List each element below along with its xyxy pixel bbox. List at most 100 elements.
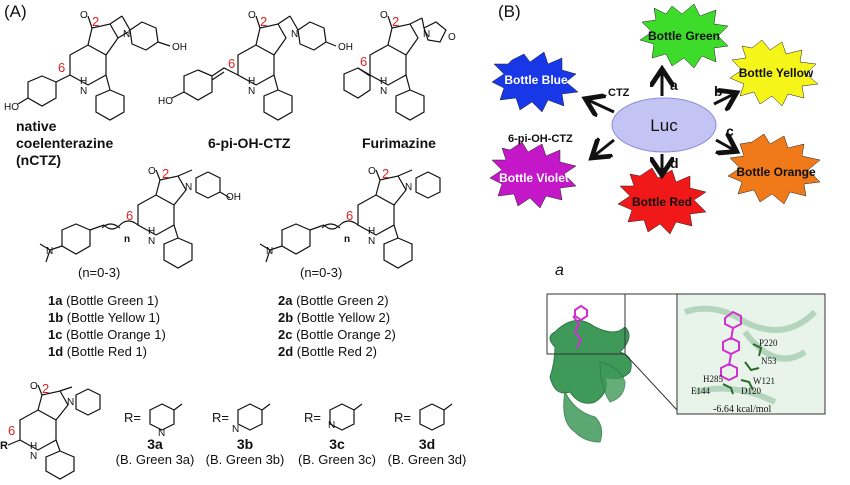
svg-text:N: N: [405, 182, 412, 193]
svg-text:N: N: [423, 29, 430, 40]
arrow-pioh: [594, 140, 615, 156]
series3-item-id: 3b: [236, 436, 254, 452]
svg-text:N: N: [266, 246, 273, 257]
r-prefix: R=: [124, 410, 141, 425]
svg-text:6: 6: [8, 423, 15, 438]
svg-text:H: H: [248, 76, 255, 87]
series2-item: 2a (Bottle Green 2): [278, 293, 389, 308]
r-prefix: R=: [212, 410, 229, 425]
panel-a-label: (A): [4, 2, 27, 21]
series3-r-groups: R= N 3a (B. Green 3a) R= N 3b (B. Green …: [110, 392, 470, 482]
pyridin-4-yl-structure: N: [328, 403, 363, 431]
svg-text:N: N: [46, 246, 53, 257]
svg-text:H285: H285: [703, 374, 723, 384]
svg-text:O: O: [448, 32, 456, 43]
docking-label: a: [555, 262, 564, 279]
series1-item: 1a (Bottle Green 1): [48, 293, 159, 308]
burst-red: [617, 167, 707, 235]
svg-text:OH: OH: [338, 42, 353, 53]
series1-item: 1c (Bottle Orange 1): [48, 327, 166, 342]
svg-text:2: 2: [260, 14, 267, 29]
svg-text:d: d: [670, 155, 679, 171]
svg-text:N: N: [30, 451, 37, 462]
svg-text:Bottle Blue: Bottle Blue: [504, 73, 568, 87]
svg-text:Bottle Red: Bottle Red: [632, 195, 692, 209]
svg-text:O: O: [368, 166, 376, 177]
series2-n-range: (n=0-3): [300, 265, 343, 280]
svg-text:R: R: [0, 440, 8, 452]
svg-text:6-pi-OH-CTZ: 6-pi-OH-CTZ: [508, 133, 573, 145]
svg-text:H: H: [368, 226, 375, 237]
svg-text:n: n: [124, 234, 130, 245]
svg-text:Bottle Orange: Bottle Orange: [736, 165, 816, 179]
svg-text:-6.64 kcal/mol: -6.64 kcal/mol: [713, 404, 772, 415]
ligand-left: [572, 304, 588, 349]
arrow-b: [713, 94, 734, 104]
series1-structure: O N OH N HN 2 6 n: [39, 166, 241, 269]
series1-n-range: (n=0-3): [78, 265, 121, 280]
furimazine-structure: O N O HN 2 6: [343, 10, 456, 121]
svg-text:b: b: [714, 83, 723, 99]
svg-text:H: H: [380, 76, 387, 87]
svg-text:N: N: [248, 86, 255, 97]
luc-color-diagram: Bottle Green Bottle Yellow Bottle Blue B…: [490, 3, 821, 235]
svg-text:N: N: [185, 182, 192, 193]
svg-text:N: N: [148, 236, 155, 247]
series3-item-id: 3d: [418, 436, 436, 452]
burst-blue: [491, 51, 579, 113]
series2-item: 2b (Bottle Yellow 2): [278, 310, 391, 325]
svg-text:2: 2: [162, 166, 169, 181]
svg-text:D120: D120: [741, 386, 761, 396]
series1-item: 1d (Bottle Red 1): [48, 344, 147, 359]
pioh-ctz-structure: O N OH HO HN 2 6: [158, 10, 353, 121]
svg-text:n: n: [344, 234, 350, 245]
svg-text:O: O: [80, 10, 88, 21]
docking-figure: P220 N53 W121 D120 H285 E144 -6.64 kcal/…: [546, 293, 826, 443]
svg-text:H: H: [30, 441, 37, 452]
svg-text:2: 2: [42, 381, 49, 396]
series3-item-name: (B. Green 3a): [115, 452, 195, 467]
svg-text:Bottle Yellow: Bottle Yellow: [739, 66, 814, 80]
svg-text:O: O: [248, 10, 256, 21]
svg-text:a: a: [670, 77, 678, 93]
nctz-name-line3: (nCTZ): [16, 152, 62, 168]
series3-item-name: (B. Green 3b): [205, 452, 285, 467]
svg-text:H: H: [148, 226, 155, 237]
svg-text:W121: W121: [753, 376, 775, 386]
arrow-ctz: [588, 100, 615, 112]
series2-structure: O N N HN 2 6 n: [259, 166, 441, 269]
svg-text:6: 6: [58, 60, 65, 75]
series3-item-id: 3a: [147, 436, 163, 452]
furimazine-name: Furimazine: [362, 135, 436, 151]
svg-text:HO: HO: [158, 96, 173, 107]
svg-text:6: 6: [346, 208, 353, 223]
svg-text:N: N: [158, 428, 165, 439]
svg-text:2: 2: [392, 14, 399, 29]
svg-text:c: c: [726, 123, 734, 139]
svg-text:N: N: [80, 86, 87, 97]
nctz-structure: O N OH HO HN 2 6: [4, 10, 187, 121]
svg-text:O: O: [148, 166, 156, 177]
svg-text:6: 6: [228, 56, 235, 71]
svg-text:N: N: [368, 236, 375, 247]
burst-yellow: [729, 39, 819, 107]
svg-text:CTZ: CTZ: [608, 87, 630, 99]
svg-text:N: N: [123, 29, 130, 40]
svg-text:E144: E144: [691, 386, 710, 396]
r-prefix: R=: [394, 410, 411, 425]
svg-text:N: N: [380, 86, 387, 97]
protein-cartoon: [549, 320, 632, 443]
svg-text:OH: OH: [172, 42, 187, 53]
svg-text:P220: P220: [759, 338, 778, 348]
svg-text:Luc: Luc: [650, 116, 678, 135]
zoom-box-left: [546, 293, 626, 355]
svg-text:O: O: [380, 10, 388, 21]
luc-enzyme: [611, 97, 717, 153]
svg-text:N: N: [67, 397, 74, 408]
phenyl-structure: [419, 403, 453, 431]
pyridin-2-yl-structure: N: [149, 403, 183, 439]
pioh-ctz-name: 6-pi-OH-CTZ: [208, 135, 291, 151]
series2-item: 2c (Bottle Orange 2): [278, 327, 396, 342]
svg-text:6: 6: [360, 54, 367, 69]
svg-text:N: N: [232, 424, 239, 435]
